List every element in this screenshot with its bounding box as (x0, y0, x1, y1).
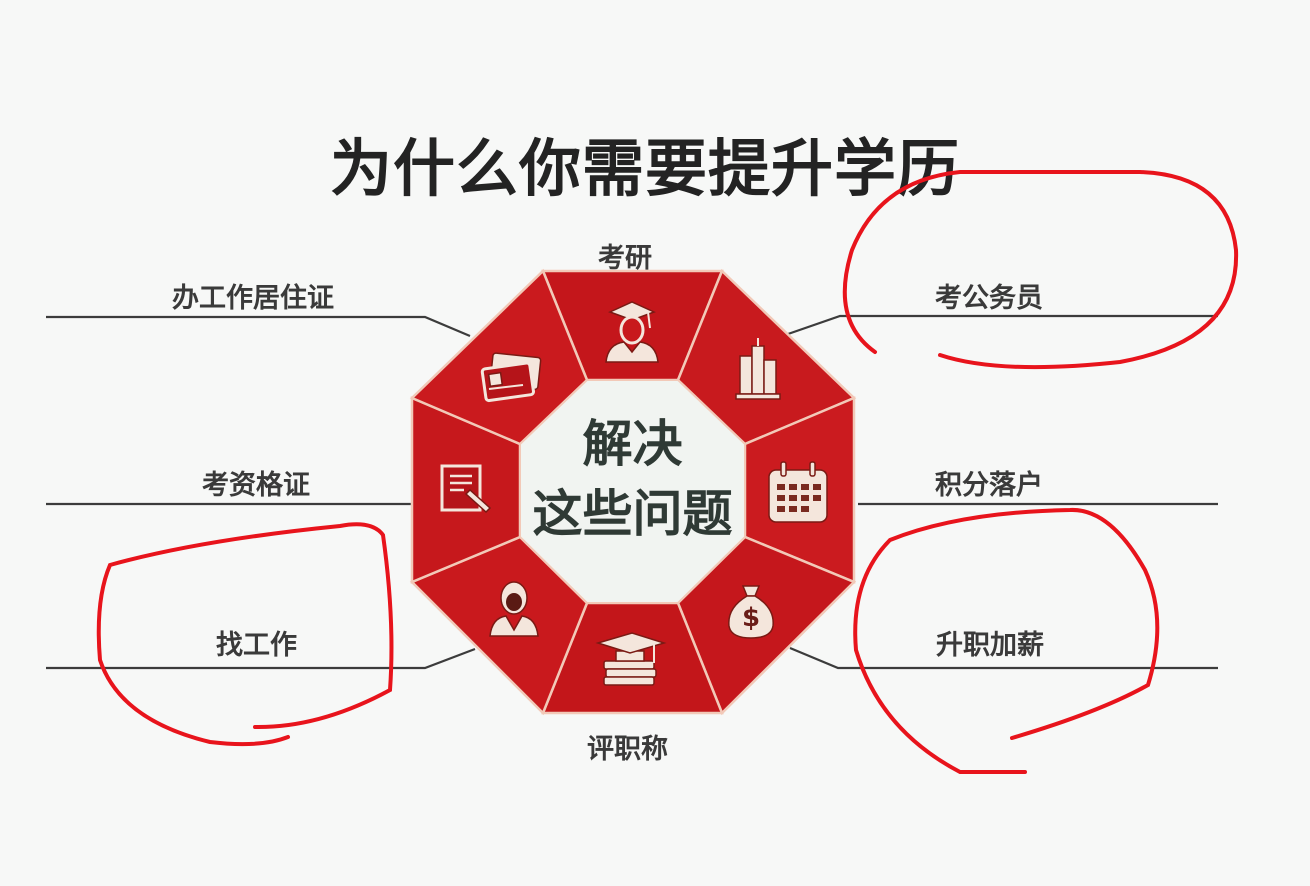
label-right-lower: 升职加薪 (936, 630, 1044, 661)
building-icon (735, 338, 781, 400)
person-icon (489, 581, 539, 637)
label-right-middle: 积分落户 (935, 470, 1043, 501)
money-bag-icon: $ (728, 585, 774, 639)
calendar-icon (768, 461, 828, 523)
label-top: 考研 (598, 243, 652, 274)
label-bottom: 评职称 (587, 734, 668, 765)
books-cap-icon (595, 632, 667, 686)
label-left-lower: 找工作 (216, 630, 297, 661)
connector-left-upper (46, 315, 471, 338)
label-right-upper: 考公务员 (935, 283, 1043, 314)
id-cards-icon (480, 352, 542, 403)
center-octagon (519, 379, 746, 604)
label-left-upper: 办工作居住证 (172, 283, 334, 314)
document-pen-icon (440, 464, 492, 514)
label-left-middle: 考资格证 (202, 470, 310, 501)
connector-right-upper (787, 314, 1218, 336)
svg-text:$: $ (742, 603, 760, 633)
center-text-line2: 这些问题 (532, 485, 733, 543)
center-text-line1: 解决 (582, 415, 683, 473)
graduate-icon (605, 301, 659, 363)
